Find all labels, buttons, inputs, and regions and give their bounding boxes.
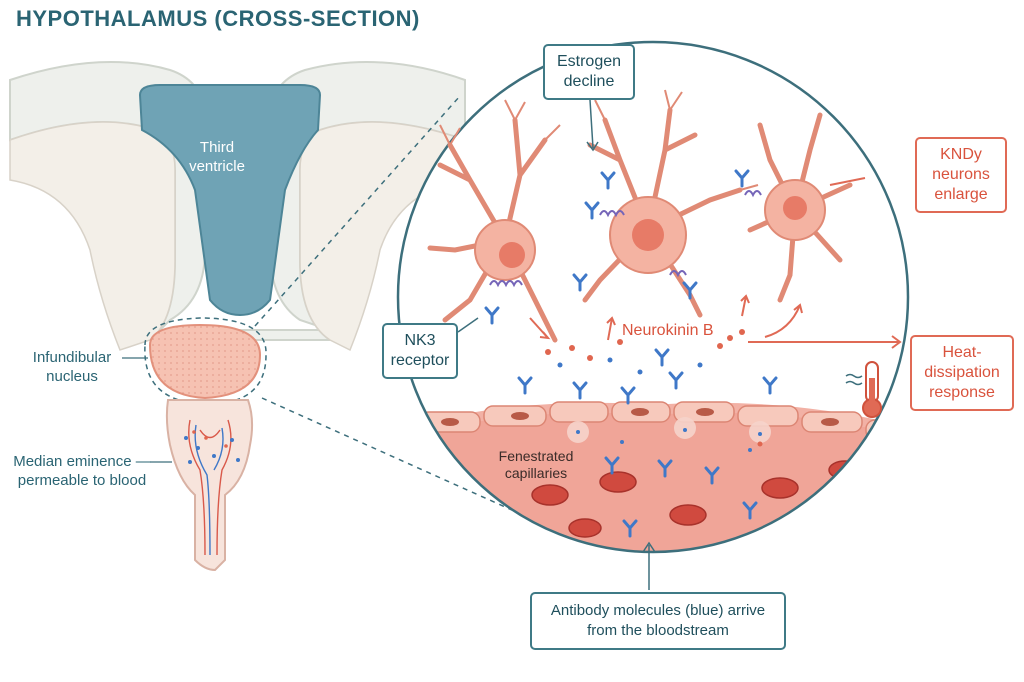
callout-leaders bbox=[457, 99, 656, 590]
hypothalamus-section bbox=[9, 61, 466, 572]
neurokinin-b-label: Neurokinin B bbox=[622, 322, 714, 339]
signal-arrows bbox=[529, 177, 902, 349]
antibody-line1: Antibody molecules (blue) arrive bbox=[550, 602, 766, 619]
capillaries-line1: Fenestrated bbox=[498, 448, 574, 464]
heat-line3: response bbox=[929, 384, 995, 401]
kndy-neurons bbox=[427, 89, 853, 343]
neuron-center bbox=[582, 89, 759, 318]
median-line2: permeable to blood bbox=[17, 472, 147, 489]
capillaries-line2: capillaries bbox=[504, 465, 568, 481]
estrogen-line2: decline bbox=[563, 73, 615, 90]
median-line1: Median eminence — bbox=[13, 453, 151, 470]
heat-dissipation-callout: Heat- dissipation response bbox=[910, 335, 1014, 411]
kndy-line1: KNDy bbox=[940, 146, 982, 163]
thermometer-icon bbox=[845, 361, 882, 418]
kndy-line2: neurons bbox=[932, 166, 990, 183]
neuron-right bbox=[747, 112, 853, 303]
third-ventricle-line1: Third bbox=[199, 139, 235, 156]
heat-line2: dissipation bbox=[924, 364, 1000, 381]
neuron-left bbox=[427, 99, 561, 343]
kndy-line3: enlarge bbox=[934, 186, 988, 203]
estrogen-line1: Estrogen bbox=[556, 53, 622, 70]
third-ventricle-label: Third ventricle bbox=[172, 138, 262, 176]
antibody-dots bbox=[557, 357, 762, 452]
zoom-lines bbox=[254, 95, 591, 546]
nk3-receptor-callout: NK3 receptor bbox=[382, 323, 458, 379]
heat-line1: Heat- bbox=[942, 344, 982, 361]
third-ventricle-line2: ventricle bbox=[189, 158, 245, 175]
fenestrated-capillaries-label: Fenestrated capillaries bbox=[488, 448, 584, 482]
median-eminence-label: Median eminence — permeable to blood bbox=[8, 452, 156, 490]
neurokinin-dots bbox=[545, 329, 763, 447]
estrogen-decline-callout: Estrogen decline bbox=[543, 44, 635, 100]
infundibular-line1: Infundibular bbox=[32, 349, 112, 366]
nk3-line1: NK3 bbox=[404, 332, 436, 349]
antibody-callout: Antibody molecules (blue) arrive from th… bbox=[530, 592, 786, 650]
infundibular-line2: nucleus bbox=[46, 368, 98, 385]
antibody-line2: from the bloodstream bbox=[587, 622, 729, 639]
nk3-line2: receptor bbox=[390, 352, 450, 369]
page-title: HYPOTHALAMUS (CROSS-SECTION) bbox=[16, 6, 420, 31]
kndy-neurons-callout: KNDy neurons enlarge bbox=[915, 137, 1007, 213]
infundibular-nucleus-label: Infundibular nucleus bbox=[22, 348, 122, 386]
